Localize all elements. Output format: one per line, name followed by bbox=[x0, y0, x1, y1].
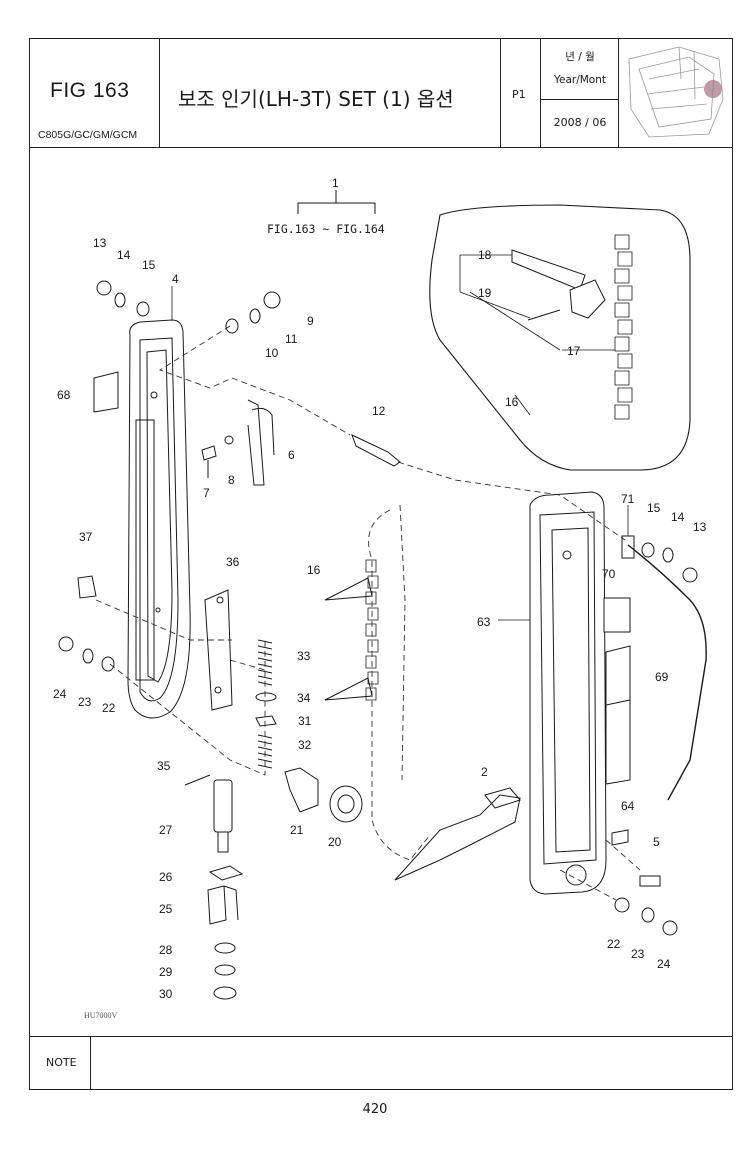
callout: 68 bbox=[57, 388, 71, 402]
callout: 15 bbox=[142, 258, 156, 272]
callout: 16 bbox=[307, 563, 321, 577]
callout: 16 bbox=[505, 395, 519, 409]
callout: 4 bbox=[172, 272, 179, 286]
callout: 5 bbox=[653, 835, 660, 849]
note-label-cell: NOTE bbox=[30, 1037, 91, 1089]
page-code: P1 bbox=[512, 88, 526, 101]
fig-range-label: FIG.163 ~ FIG.164 bbox=[267, 222, 385, 236]
callout: 13 bbox=[693, 520, 707, 534]
callout: 24 bbox=[53, 687, 67, 701]
callout: 8 bbox=[228, 473, 235, 487]
callout: 14 bbox=[117, 248, 131, 262]
callout: 26 bbox=[159, 870, 173, 884]
title-block: FIG 163 C805G/GC/GM/GCM 보조 인기(LH-3T) SET… bbox=[30, 39, 732, 148]
callout: 12 bbox=[372, 404, 386, 418]
callout: 22 bbox=[102, 701, 116, 715]
callout: 64 bbox=[621, 799, 635, 813]
year-value: 2008 / 06 bbox=[553, 116, 607, 129]
callout: 21 bbox=[290, 823, 304, 837]
callout: 22 bbox=[607, 937, 621, 951]
callout: 7 bbox=[203, 486, 210, 500]
date-cell: 년 / 월 Year/Mont 2008 / 06 bbox=[541, 39, 619, 147]
callout: 70 bbox=[602, 567, 616, 581]
callout: 9 bbox=[307, 314, 314, 328]
callout: 34 bbox=[297, 691, 311, 705]
callout: 11 bbox=[285, 332, 298, 346]
callout: 28 bbox=[159, 943, 173, 957]
callout: 33 bbox=[297, 649, 311, 663]
callout: 14 bbox=[671, 510, 685, 524]
page-title: 보조 인기(LH-3T) SET (1) 옵션 bbox=[178, 87, 454, 111]
part-callouts: 13 14 15 4 10 11 9 68 12 6 7 8 37 36 33 … bbox=[53, 236, 707, 1001]
callout: 30 bbox=[159, 987, 173, 1001]
callout: 31 bbox=[298, 714, 312, 728]
callout: 25 bbox=[159, 902, 173, 916]
sheet-frame: FIG 163 C805G/GC/GM/GCM 보조 인기(LH-3T) SET… bbox=[29, 38, 733, 1090]
callout: 69 bbox=[655, 670, 669, 684]
page-number: 420 bbox=[362, 1102, 388, 1117]
note-row: NOTE bbox=[30, 1036, 732, 1089]
callout: 23 bbox=[78, 695, 92, 709]
callout: 17 bbox=[567, 344, 581, 358]
callout: 35 bbox=[157, 759, 171, 773]
callout: 27 bbox=[159, 823, 173, 837]
callout: 23 bbox=[631, 947, 645, 961]
callout: 15 bbox=[647, 501, 661, 515]
callout: 18 bbox=[478, 248, 492, 262]
year-label-en: Year/Mont bbox=[553, 74, 607, 86]
thumbnail-cell bbox=[619, 39, 732, 147]
machine-thumbnail-icon bbox=[628, 46, 724, 138]
fig-cell: FIG 163 C805G/GC/GM/GCM bbox=[30, 39, 160, 147]
callout: 36 bbox=[226, 555, 240, 569]
model-code: C805G/GC/GM/GCM bbox=[38, 129, 138, 141]
callout: 2 bbox=[481, 765, 488, 779]
callout: 32 bbox=[298, 738, 312, 752]
callout: 13 bbox=[93, 236, 107, 250]
callout: 71 bbox=[621, 492, 635, 506]
callout: 19 bbox=[478, 286, 492, 300]
callout: 6 bbox=[288, 448, 295, 462]
callout: 37 bbox=[79, 530, 93, 544]
callout: 20 bbox=[328, 835, 342, 849]
drawing-code: HU7000V bbox=[84, 1011, 118, 1020]
callout: 24 bbox=[657, 957, 671, 971]
note-label: NOTE bbox=[46, 1056, 77, 1069]
callout: 10 bbox=[265, 346, 279, 360]
page-code-cell: P1 bbox=[501, 39, 541, 147]
set-ref-callout: 1 bbox=[332, 176, 339, 190]
title-cell: 보조 인기(LH-3T) SET (1) 옵션 bbox=[160, 39, 501, 147]
year-label-kr: 년 / 월 bbox=[565, 51, 595, 63]
callout: 63 bbox=[477, 615, 491, 629]
callout: 29 bbox=[159, 965, 173, 979]
fig-label: FIG 163 bbox=[50, 79, 130, 102]
